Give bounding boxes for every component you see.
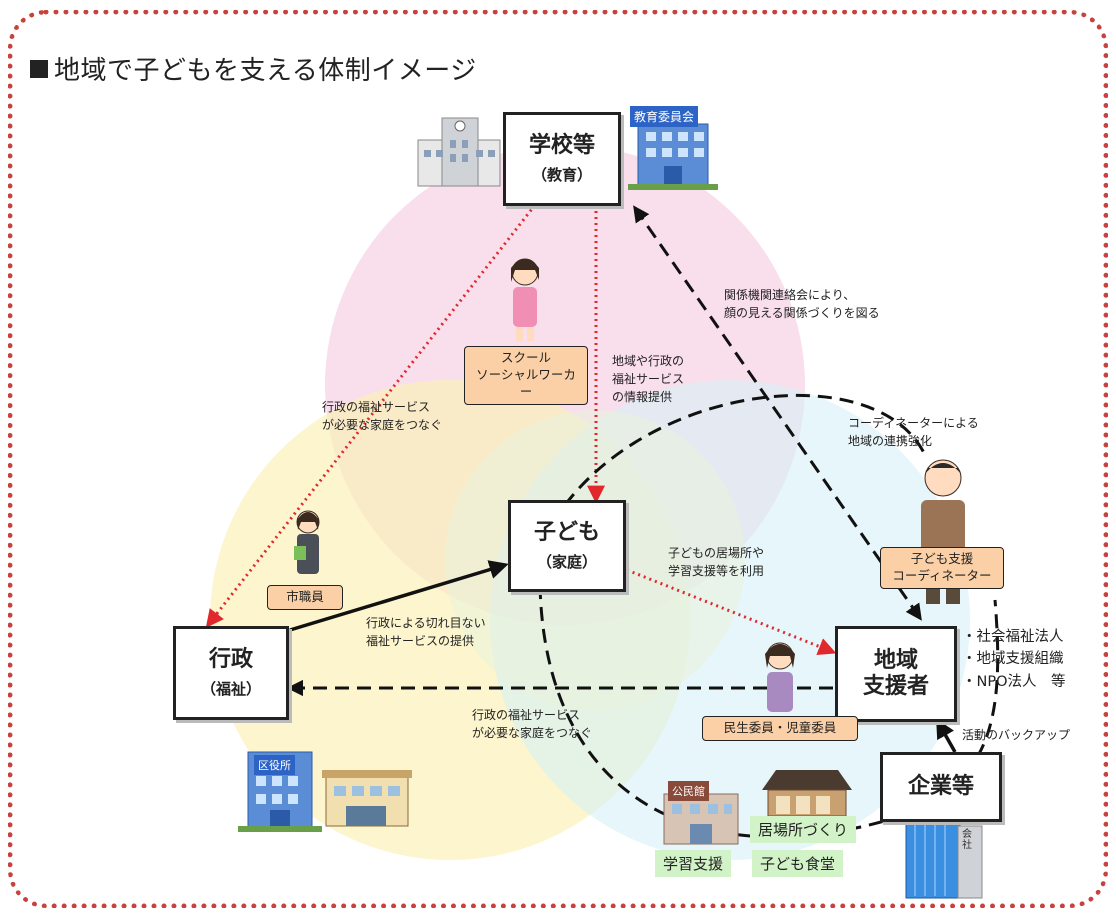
note-child-use: 子どもの居場所や 学習支援等を利用: [668, 546, 765, 578]
coordinator-figure: [921, 459, 965, 604]
welfare-commissioner-tag: 民生委員・児童委員: [702, 716, 858, 741]
title-text: 地域で子どもを支える体制イメージ: [54, 56, 477, 86]
note-info-provision: 地域や行政の 福祉サービス の情報提供: [612, 354, 685, 404]
school-node-subtitle: （教育）: [531, 165, 592, 184]
company-node: 企業等: [880, 752, 1002, 822]
city-staff-figure: [294, 510, 320, 574]
note-activity-backup: 活動のバックアップ: [962, 728, 1071, 742]
low-building-icon: [322, 770, 412, 827]
government-node-subtitle: （福祉）: [200, 679, 261, 698]
japanese-house-icon: [762, 770, 852, 817]
community-hall-building-icon: [663, 793, 739, 845]
company-node-title: 企業等: [907, 773, 974, 799]
school-node: 学校等 （教育）: [503, 112, 621, 206]
org-list-item: ・NPO法人 等: [962, 673, 1066, 690]
square-bullet-icon: [30, 60, 48, 78]
activity-kodomo-shokudo: 子ども食堂: [752, 850, 844, 877]
government-node: 行政 （福祉）: [173, 626, 289, 720]
government-node-title: 行政: [208, 647, 253, 673]
board-of-education-building-icon: [628, 123, 718, 190]
school-building-icon: [417, 117, 501, 187]
org-list-item: ・社会福祉法人: [962, 629, 1064, 645]
note-connect-families-lower: 行政の福祉サービス が必要な家庭をつなぐ: [472, 708, 593, 740]
page-title: 地域で子どもを支える体制イメージ: [30, 50, 477, 87]
child-node-title: 子ども: [533, 520, 600, 546]
community-supporter-node: 地域 支援者: [835, 626, 957, 722]
activity-learning-support: 学習支援: [655, 850, 732, 877]
arrow-gov-to-child: [289, 560, 509, 632]
ward-office-label: 区役所: [254, 755, 295, 775]
arrow-company-to-community: [936, 718, 957, 753]
school-node-title: 学校等: [528, 133, 595, 159]
welfare-commissioner-figure: [765, 642, 795, 712]
note-liaison-meeting: 関係機関連絡会により、 顔の見える関係づくりを図る: [724, 288, 880, 320]
organization-list: ・社会福祉法人 ・地域支援組織 ・NPO法人 等: [962, 626, 1066, 693]
note-seamless-service: 行政による切れ目ない 福祉サービスの提供: [366, 616, 486, 648]
school-social-worker-tag: スクール ソーシャルワーカー: [464, 346, 588, 405]
community-hall-label: 公民館: [668, 781, 709, 801]
company-tower-icon: [905, 809, 983, 899]
coordinator-tag: 子ども支援 コーディネーター: [880, 547, 1004, 589]
note-connect-families-upper: 行政の福祉サービス が必要な家庭をつなぐ: [322, 400, 443, 432]
org-list-item: ・地域支援組織: [962, 651, 1064, 668]
dotted-frame: [8, 10, 1108, 908]
city-staff-tag: 市職員: [267, 585, 343, 610]
school-social-worker-figure: [511, 258, 539, 341]
activity-ibasho: 居場所づくり: [750, 816, 857, 843]
child-node: 子ども （家庭）: [508, 500, 626, 592]
arrow-school-community-liaison: [633, 205, 922, 621]
board-of-education-label: 教育委員会: [630, 106, 699, 127]
note-coordinator-strengthening: コーディネーターによる 地域の連携強化: [848, 416, 979, 448]
community-node-title: 地域 支援者: [862, 647, 929, 699]
child-node-subtitle: （家庭）: [536, 552, 597, 571]
coordinator-loop-upper: [563, 393, 927, 506]
company-sign-label: 会社: [960, 828, 978, 852]
